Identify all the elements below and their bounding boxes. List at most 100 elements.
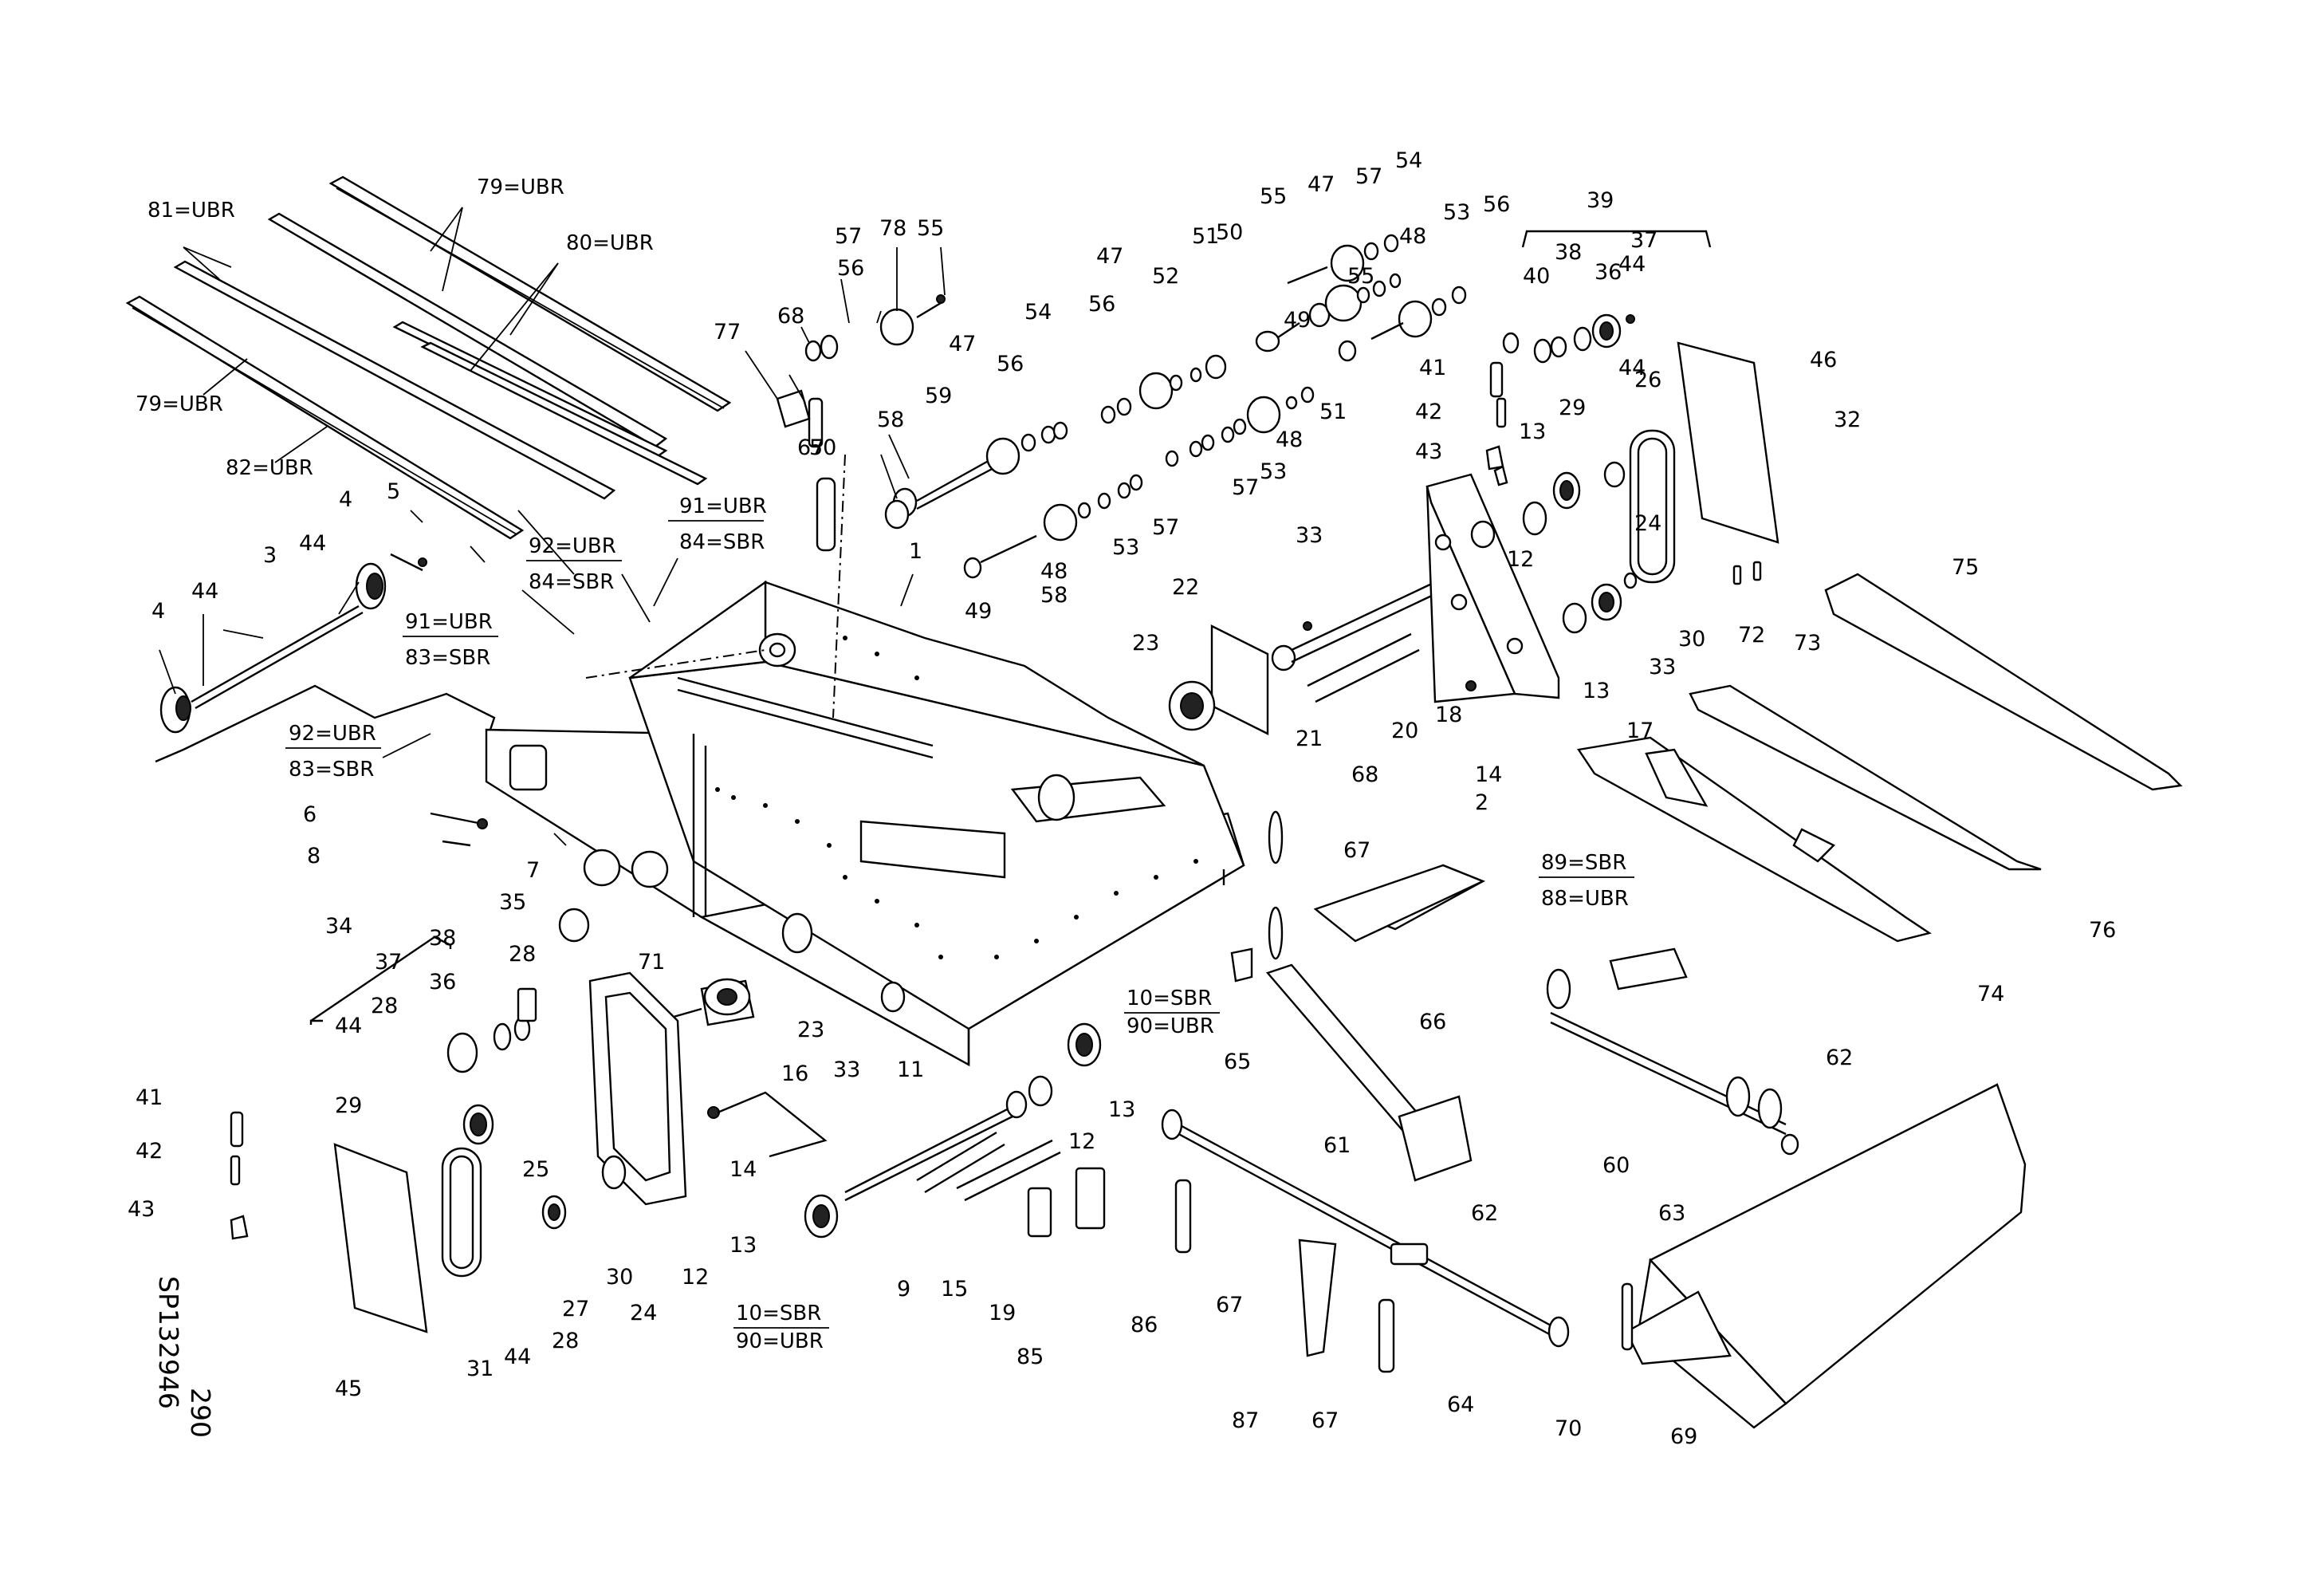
callout-c54b: 54 — [1395, 148, 1422, 173]
callout-c57b: 57 — [1355, 164, 1382, 189]
callout-c10a_1: 10=SBR — [1127, 987, 1212, 1010]
drawing-code: SP132946 — [153, 1276, 184, 1409]
lever-assembly — [1546, 947, 1799, 1156]
callout-c1: 1 — [909, 539, 922, 564]
callout-c31: 31 — [466, 1357, 494, 1381]
small-parts-left — [430, 812, 621, 943]
callout-c17: 17 — [1626, 719, 1654, 743]
callout-c23a: 23 — [1132, 631, 1159, 656]
callout-c37a: 37 — [1630, 228, 1657, 253]
callout-c58b: 58 — [1040, 583, 1068, 608]
callout-c36a: 36 — [1595, 260, 1622, 285]
callout-c44b: 44 — [1618, 356, 1646, 380]
left-chain-panel — [230, 1111, 482, 1333]
callout-c68a: 68 — [777, 304, 804, 329]
callout-c44c: 44 — [191, 579, 218, 604]
callout-c57d: 57 — [1152, 515, 1179, 540]
callout-c36b: 36 — [429, 970, 456, 994]
callout-c81: 81=UBR — [147, 199, 235, 223]
callout-c53b: 53 — [1260, 459, 1287, 484]
callout-c28a: 28 — [509, 942, 536, 967]
callout-c72: 72 — [1738, 623, 1765, 648]
callout-c10a_2: 90=UBR — [1127, 1014, 1214, 1038]
right-roller-shaft — [1168, 581, 1436, 960]
callout-c73: 73 — [1794, 631, 1821, 656]
callout-c70: 70 — [1555, 1416, 1582, 1441]
callout-c40: 40 — [1523, 264, 1550, 289]
callout-c8384d_1: 92=UBR — [289, 722, 376, 746]
callout-c7: 7 — [526, 858, 540, 883]
callout-c33a: 33 — [1296, 523, 1323, 548]
callout-c57a: 57 — [835, 224, 862, 249]
callout-c8889_1: 89=SBR — [1541, 851, 1626, 875]
callout-c52: 52 — [1152, 264, 1179, 289]
callout-c44e: 44 — [335, 1014, 362, 1038]
callout-c56d: 56 — [1483, 192, 1510, 217]
group-brackets — [309, 230, 1712, 1158]
callout-c38a: 38 — [1555, 240, 1582, 265]
callout-c48a: 48 — [1040, 559, 1068, 584]
callout-c9: 9 — [897, 1277, 910, 1302]
callout-c67b: 67 — [1343, 838, 1370, 863]
callout-c59: 59 — [925, 384, 952, 408]
callout-c8384c_2: 83=SBR — [405, 646, 490, 670]
top-roller-parts — [776, 234, 1467, 579]
callout-c69: 69 — [1670, 1424, 1697, 1449]
callout-c37b: 37 — [375, 950, 402, 975]
callout-c51a: 51 — [1192, 224, 1219, 249]
callout-c67a: 67 — [797, 435, 824, 460]
right-rails — [1576, 573, 2183, 943]
callout-c79b: 79=UBR — [136, 392, 223, 416]
callout-c62b: 62 — [1471, 1201, 1498, 1226]
callout-c50a: 50 — [809, 435, 836, 460]
callout-c16: 16 — [781, 1061, 808, 1086]
callout-c67d: 67 — [1311, 1408, 1339, 1433]
callout-c14a: 14 — [1475, 762, 1502, 787]
callout-c63: 63 — [1658, 1201, 1685, 1226]
callout-c8384a_1: 91=UBR — [679, 494, 767, 518]
callout-c39: 39 — [1587, 188, 1614, 213]
callout-c48b: 48 — [1276, 427, 1303, 452]
callout-c74: 74 — [1977, 982, 2004, 1006]
callout-c80: 80=UBR — [566, 231, 654, 255]
callout-c18: 18 — [1435, 703, 1462, 727]
callout-c65: 65 — [1224, 1050, 1251, 1074]
left-drive-group — [446, 971, 755, 1230]
callout-c20: 20 — [1391, 719, 1418, 743]
callout-c5: 5 — [387, 479, 400, 504]
callout-c45: 45 — [335, 1376, 362, 1401]
callout-c67c: 67 — [1216, 1293, 1243, 1317]
frame-shaft — [677, 632, 934, 759]
callout-c10b_2: 90=UBR — [736, 1329, 824, 1353]
callout-c85: 85 — [1017, 1345, 1044, 1369]
leader-lines — [159, 207, 946, 846]
callout-c53c: 53 — [1443, 200, 1470, 225]
center-lines — [585, 454, 846, 719]
callout-c55b: 55 — [1260, 184, 1287, 209]
callout-c44a: 44 — [1618, 252, 1646, 277]
callout-c51b: 51 — [1319, 400, 1347, 424]
callout-c49b: 49 — [1284, 308, 1311, 333]
callout-c24b: 24 — [630, 1301, 657, 1325]
callout-c29a: 29 — [1559, 396, 1586, 420]
callout-c8889_2: 88=UBR — [1541, 887, 1629, 911]
callout-c8: 8 — [307, 844, 320, 868]
callout-c87: 87 — [1232, 1408, 1259, 1433]
callout-c15: 15 — [941, 1277, 968, 1302]
callout-c56b: 56 — [997, 352, 1024, 376]
callout-c4b: 4 — [151, 599, 165, 624]
callout-c34: 34 — [325, 914, 352, 939]
callout-c3: 3 — [263, 543, 277, 568]
callout-c30a: 30 — [1678, 627, 1705, 652]
callout-c6: 6 — [303, 802, 317, 827]
callout-c19: 19 — [989, 1301, 1016, 1325]
callout-c50b: 50 — [1216, 220, 1243, 245]
cover-69 — [1621, 1083, 2027, 1429]
plate-2 — [1313, 864, 1486, 943]
pedal-assembly — [1161, 947, 1570, 1373]
callout-c58a: 58 — [877, 408, 904, 432]
callout-c79a: 79=UBR — [477, 175, 564, 199]
callout-c55a: 55 — [917, 216, 944, 241]
callout-c56c: 56 — [1088, 292, 1115, 317]
